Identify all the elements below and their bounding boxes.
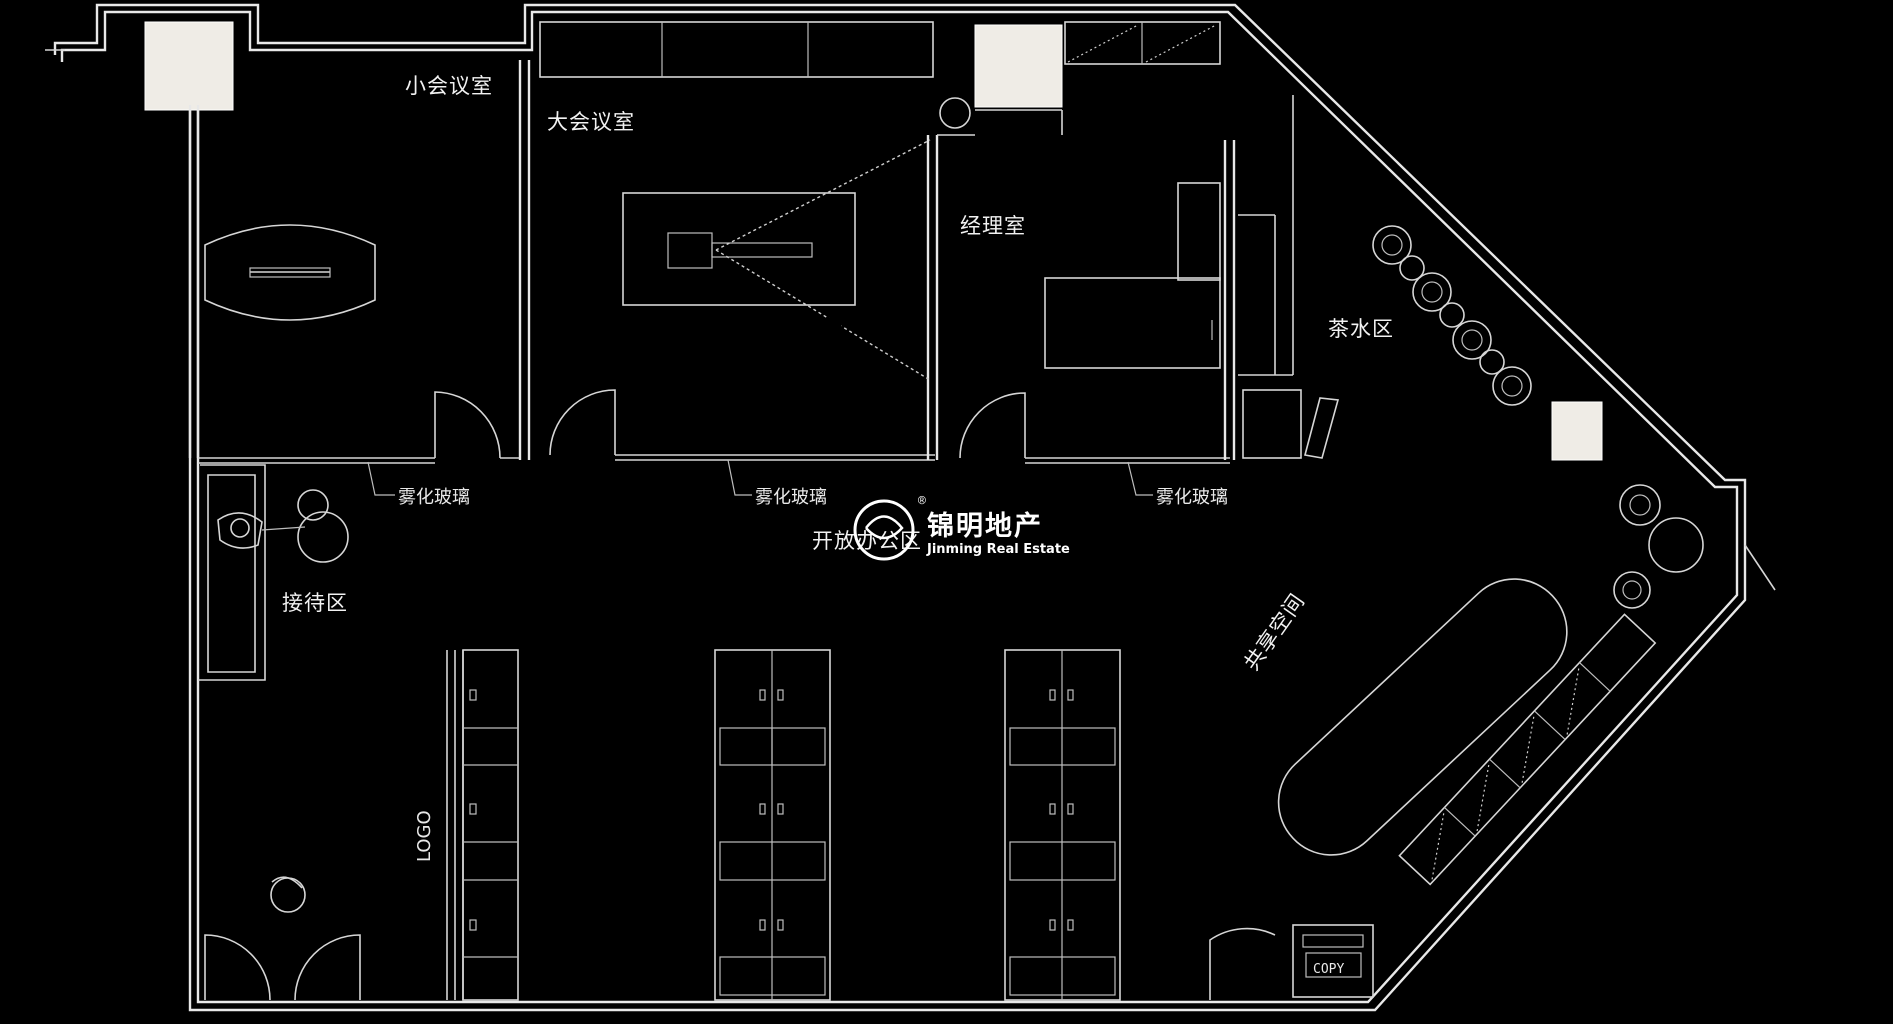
watermark-reg-mark: ®	[918, 494, 926, 509]
reception-furniture	[198, 464, 349, 913]
room-labels: 小会议室 大会议室 经理室 茶水区 接待区 开放办公区 共享空间 雾化玻璃 雾化…	[282, 74, 1394, 977]
watermark-name-en: Jinming Real Estate	[926, 542, 1070, 557]
manager-room-furniture	[1044, 21, 1221, 431]
watermark: 锦明地产 Jinming Real Estate ®	[853, 494, 1070, 561]
watermark-name-cn: 锦明地产	[927, 511, 1043, 542]
shared-space-furniture	[1251, 484, 1704, 887]
copier-label: COPY	[1313, 962, 1344, 977]
glass-note-2: 雾化玻璃	[755, 487, 827, 508]
label-open-office: 开放办公区	[812, 529, 922, 553]
door-swings	[204, 389, 1276, 1001]
exterior-walls	[45, 3, 1776, 1012]
copier	[1292, 924, 1374, 998]
label-shared-space: 共享空间	[1239, 589, 1309, 675]
open-office-furniture	[446, 649, 1169, 1001]
watermark-emblem-icon	[853, 499, 915, 561]
glass-note-leaders	[367, 459, 1153, 496]
glass-note-3: 雾化玻璃	[1156, 487, 1228, 508]
glass-note-1: 雾化玻璃	[398, 487, 470, 508]
label-reception: 接待区	[282, 591, 348, 615]
tea-area-furniture	[1238, 95, 1532, 459]
logo-wall-label: LOGO	[414, 810, 435, 862]
interior-partitions	[188, 60, 1236, 464]
label-large-meeting: 大会议室	[547, 110, 635, 134]
label-small-meeting: 小会议室	[405, 74, 493, 98]
small-meeting-furniture	[204, 173, 376, 376]
tea-area-stools	[1372, 225, 1532, 406]
label-manager: 经理室	[960, 214, 1026, 238]
label-tea-area: 茶水区	[1328, 317, 1394, 341]
large-meeting-furniture	[539, 21, 971, 381]
